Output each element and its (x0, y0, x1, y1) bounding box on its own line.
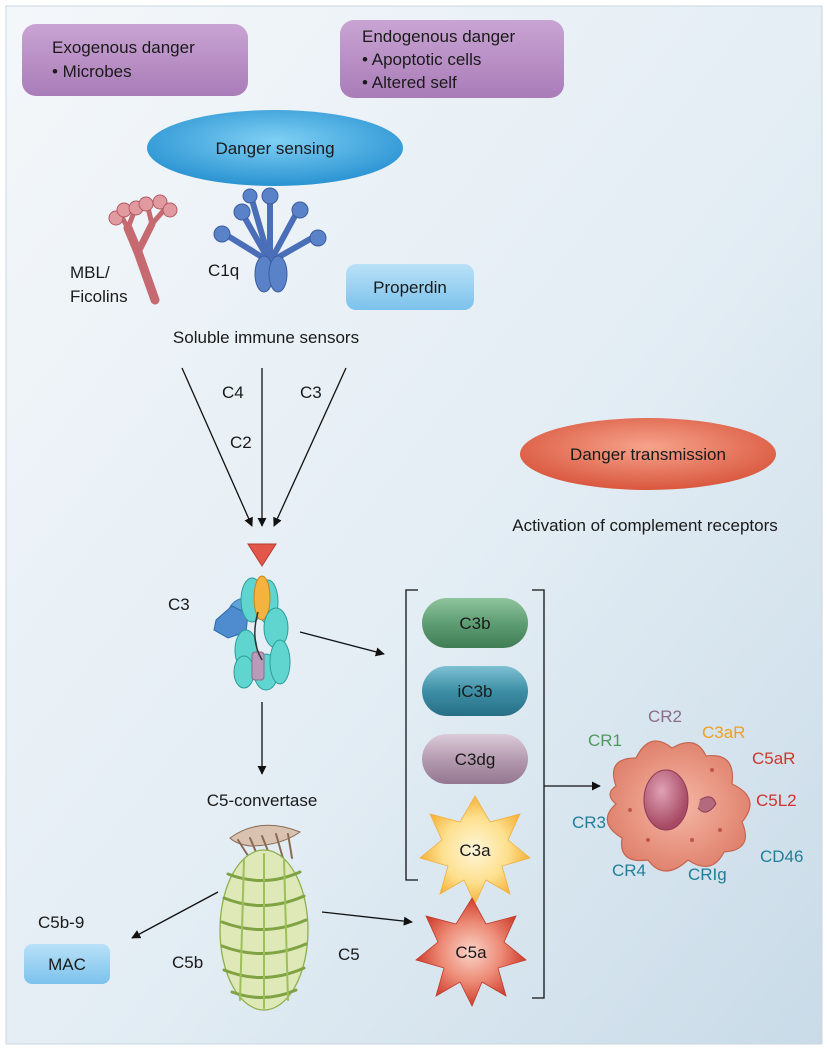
soluble-sensors-caption: Soluble immune sensors (173, 328, 359, 347)
c5b-label: C5b (172, 953, 203, 972)
receptor-cr3: CR3 (572, 813, 606, 832)
mbl-ficolin-icon (108, 194, 178, 305)
c3dg-pill: C3dg (422, 734, 528, 784)
arrow-to-mac (131, 891, 219, 939)
c3a-label: C3a (459, 841, 491, 860)
properdin-box: Properdin (346, 264, 474, 310)
pathway-arrows (181, 367, 347, 527)
c5a-star: C5a (415, 897, 527, 1007)
receptor-c3ar: C3aR (702, 723, 745, 742)
receptor-c5ar: C5aR (752, 749, 795, 768)
ficolins-label: Ficolins (70, 287, 128, 306)
receptor-cr4: CR4 (612, 861, 646, 880)
danger-transmission-ellipse: Danger transmission (520, 418, 776, 490)
endogenous-danger-box: Endogenous danger • Apoptotic cells • Al… (340, 20, 564, 98)
exogenous-danger-box: Exogenous danger • Microbes (22, 24, 248, 96)
endogenous-title: Endogenous danger (362, 27, 515, 46)
ic3b-label: iC3b (458, 682, 493, 701)
mac-label: MAC (48, 955, 86, 974)
c3a-star: C3a (419, 795, 531, 905)
c3-molecule-icon (213, 543, 291, 691)
receptor-cr2: CR2 (648, 707, 682, 726)
danger-sensing-label: Danger sensing (215, 139, 334, 158)
activation-caption: Activation of complement receptors (512, 516, 778, 535)
receptor-crig: CRIg (688, 865, 727, 884)
convertase-label: C5-convertase (207, 791, 318, 810)
c1q-label: C1q (208, 261, 239, 280)
c2-label: C2 (230, 433, 252, 452)
receptor-c5l2: C5L2 (756, 791, 797, 810)
properdin-label: Properdin (373, 278, 447, 297)
ic3b-pill: iC3b (422, 666, 528, 716)
exogenous-item-microbes: • Microbes (52, 62, 132, 81)
danger-transmission-label: Danger transmission (570, 445, 726, 464)
endogenous-item-apoptotic: • Apoptotic cells (362, 50, 481, 69)
c3b-label: C3b (459, 614, 490, 633)
endogenous-item-altered-self: • Altered self (362, 73, 457, 92)
mac-box: MAC (24, 944, 110, 984)
c5-convertase-icon (219, 824, 309, 1011)
fragments-bracket (405, 589, 545, 999)
c3b-pill: C3b (422, 598, 528, 648)
c4-label: C4 (222, 383, 244, 402)
danger-sensing-ellipse: Danger sensing (147, 110, 403, 186)
receptor-cr1: CR1 (588, 731, 622, 750)
c1q-icon (225, 197, 315, 265)
c3-molecule-label: C3 (168, 595, 190, 614)
c3-pathway-label: C3 (300, 383, 322, 402)
c1q-heads (213, 187, 327, 293)
arrow-to-c5a (321, 911, 413, 926)
immune-cell-icon (606, 740, 751, 872)
background-panel (5, 5, 823, 1045)
arrow-c3-to-fragments (299, 631, 385, 657)
exogenous-title: Exogenous danger (52, 38, 195, 57)
c5b9-label: C5b-9 (38, 913, 84, 932)
receptor-cd46: CD46 (760, 847, 803, 866)
mbl-label: MBL/ (70, 263, 110, 282)
c5-label: C5 (338, 945, 360, 964)
c3dg-label: C3dg (455, 750, 496, 769)
c5a-label: C5a (455, 943, 487, 962)
